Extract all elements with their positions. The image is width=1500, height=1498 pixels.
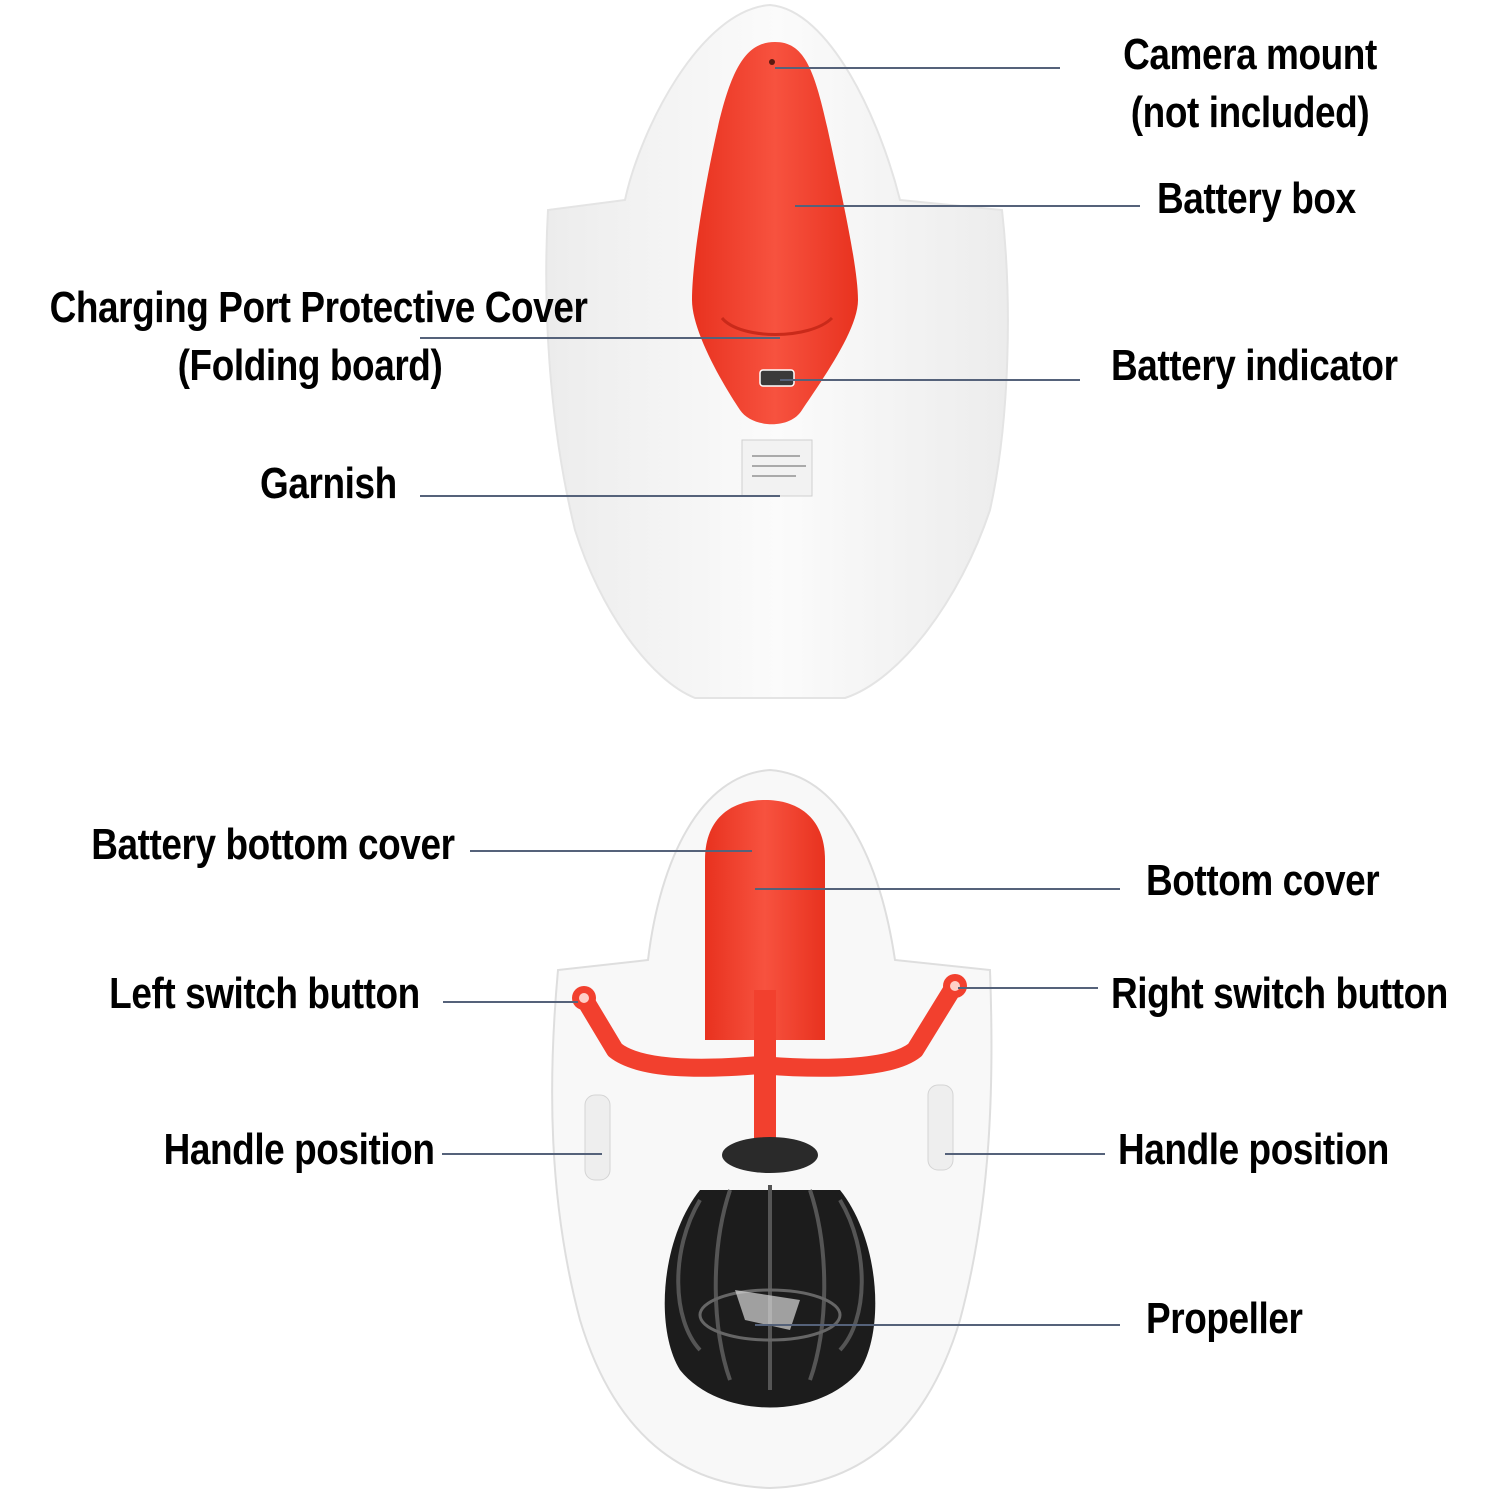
label-bottom-cover: Bottom cover: [1146, 856, 1380, 905]
label-camera-mount-line2: (not included): [1130, 88, 1370, 137]
left-handle-slot: [584, 1094, 611, 1181]
label-propeller: Propeller: [1146, 1294, 1303, 1343]
label-left-switch-button: Left switch button: [109, 969, 420, 1018]
battery-indicator-shape: [759, 369, 795, 387]
label-charging-port-line2: (Folding board): [177, 341, 443, 390]
label-camera-mount: Camera mount (not included): [1107, 26, 1393, 142]
label-handle-position-right: Handle position: [1118, 1125, 1389, 1174]
battery-bottom-cover-shape: [705, 800, 825, 1040]
leader-lines: [420, 67, 1140, 1326]
propeller-shape: [664, 1137, 876, 1408]
charging-port-cover-shape: [720, 316, 834, 336]
right-switch-button-dot: [950, 981, 960, 991]
label-garnish: Garnish: [260, 459, 397, 508]
label-charging-port-cover: Charging Port Protective Cover (Folding …: [49, 279, 588, 395]
label-battery-indicator: Battery indicator: [1111, 341, 1398, 390]
label-charging-port-line1: Charging Port Protective Cover: [49, 283, 588, 332]
camera-mount-hole: [769, 59, 775, 65]
label-handle-position-left: Handle position: [163, 1125, 434, 1174]
label-battery-box: Battery box: [1157, 174, 1356, 223]
label-camera-mount-line1: Camera mount: [1123, 30, 1377, 79]
label-battery-bottom-cover: Battery bottom cover: [91, 820, 456, 869]
left-switch-button-dot: [579, 993, 589, 1003]
top-view-board: [545, 3, 1009, 699]
label-right-switch-button: Right switch button: [1111, 969, 1448, 1018]
bottom-view-board: [551, 768, 993, 1490]
right-handle-slot: [927, 1084, 954, 1171]
garnish-label-shape: [741, 439, 813, 497]
